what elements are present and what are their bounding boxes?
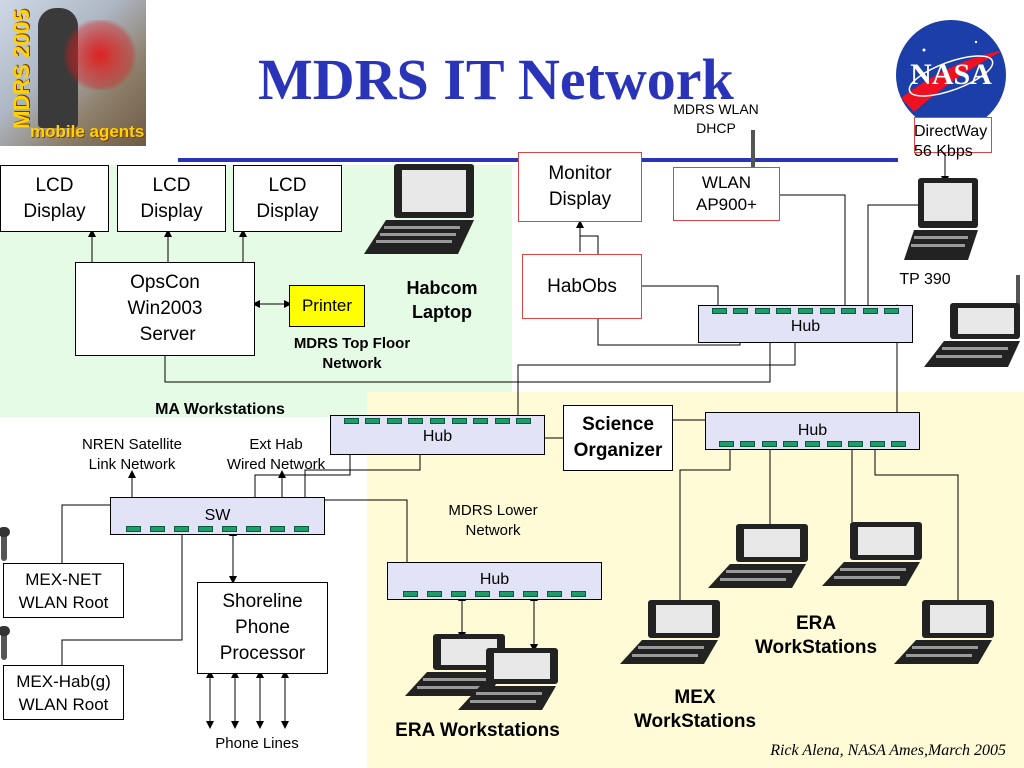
footer-credit: Rick Alena, NASA Ames,March 2005 xyxy=(770,742,1006,759)
opscon-server: OpsCon Win2003 Server xyxy=(75,262,255,356)
habcom-laptop-icon xyxy=(362,164,492,258)
lcd-display-2: LCD Display xyxy=(117,165,226,232)
logo-red-splash xyxy=(60,20,140,90)
ext-hab-wired-label: Ext Hab Wired Network xyxy=(226,436,326,473)
tp390-laptop-icon xyxy=(904,178,984,262)
ma-workstations-label: MA Workstations xyxy=(155,401,285,418)
nren-satellite-label: NREN Satellite Link Network xyxy=(81,436,183,473)
switch: SW xyxy=(110,497,325,535)
mdrs-mobile-agents-logo: MDRS 2005 mobile agents xyxy=(0,0,146,146)
hub-lower-main-label: Hub xyxy=(422,428,453,445)
lower-network-label: MDRS Lower Network xyxy=(448,502,538,539)
nasa-swoosh-icon xyxy=(901,40,1004,112)
era-laptop-icon-3 xyxy=(706,524,810,590)
era-laptop-icon-5 xyxy=(892,600,996,666)
hub-top-floor-label: Hub xyxy=(790,318,821,335)
hub-era: Hub xyxy=(387,562,602,600)
logo-vertical-text: MDRS 2005 xyxy=(8,9,34,129)
hub-science-label: Hub xyxy=(797,422,828,439)
habcom-laptop-label: Habcom Laptop xyxy=(406,278,478,322)
mex-laptop-icon xyxy=(618,600,722,666)
hub-era-label: Hub xyxy=(479,571,510,588)
mdrs-wlan-label: MDRS WLAN DHCP xyxy=(673,101,759,136)
hub-science: Hub xyxy=(705,412,920,450)
wlan-ap900: WLAN AP900+ xyxy=(673,167,780,221)
printer: Printer xyxy=(289,285,365,327)
era-laptop-icon-2 xyxy=(456,648,560,712)
logo-bottom-text: mobile agents xyxy=(30,122,145,141)
switch-label: SW xyxy=(204,507,231,524)
lcd-display-3: LCD Display xyxy=(233,165,342,232)
mex-net-antenna-icon xyxy=(0,527,10,561)
phone-lines-label: Phone Lines xyxy=(215,735,299,752)
tp390-label: TP 390 xyxy=(899,271,951,288)
hub-lower-main: Hub xyxy=(330,415,545,455)
directway-box xyxy=(914,117,992,153)
page-title: MDRS IT Network xyxy=(258,47,734,112)
monitor-display: Monitor Display xyxy=(518,152,642,222)
wireless-laptop-icon xyxy=(922,303,1022,369)
directway-label: DirectWay 56 Kbps xyxy=(914,123,988,160)
mex-hab-antenna-icon xyxy=(0,626,10,660)
habobs: HabObs xyxy=(522,254,642,319)
nasa-logo: NASA xyxy=(896,20,1006,130)
top-floor-network-label: MDRS Top Floor Network xyxy=(293,335,411,372)
era-laptop-icon-4 xyxy=(820,522,924,588)
nasa-logo-text: NASA xyxy=(910,58,992,91)
science-organizer: Science Organizer xyxy=(563,405,673,471)
era-workstations-bottom-label: ERA Workstations xyxy=(395,720,560,741)
mex-workstations-label: MEX WorkStations xyxy=(633,687,757,732)
lcd-display-1: LCD Display xyxy=(0,165,109,232)
shoreline-phone-processor: Shoreline Phone Processor xyxy=(197,582,328,674)
mex-net-wlan-root: MEX-NET WLAN Root xyxy=(3,563,124,618)
era-workstations-right-label: ERA WorkStations xyxy=(754,613,878,658)
hub-top-floor: Hub xyxy=(698,305,913,343)
mex-hab-wlan-root: MEX-Hab(g) WLAN Root xyxy=(3,665,124,720)
